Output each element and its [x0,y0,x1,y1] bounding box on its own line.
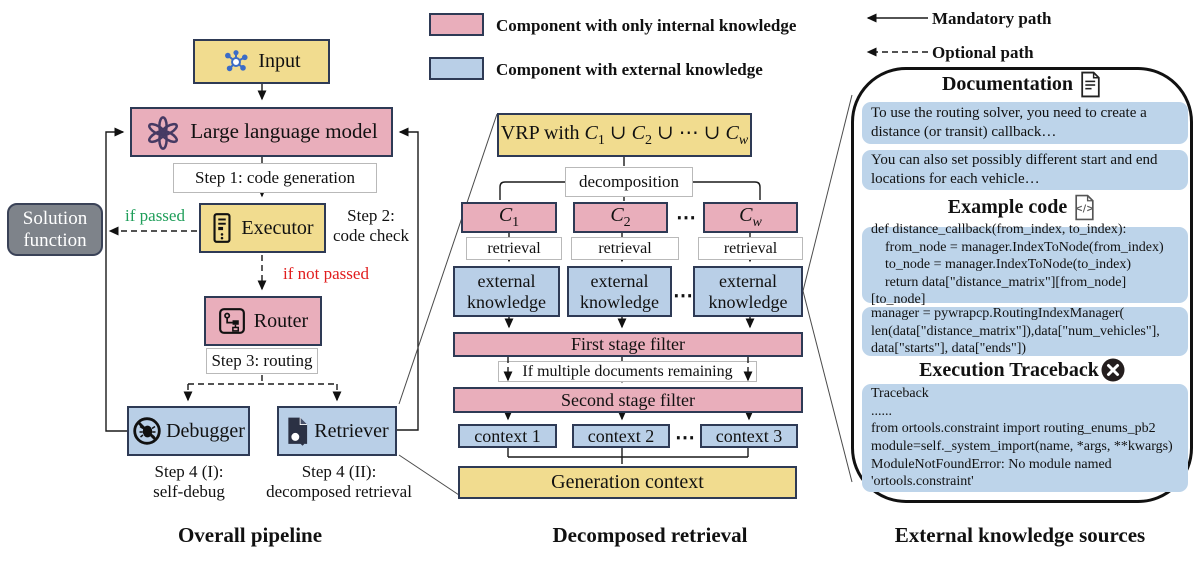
step1-label-box: Step 1: code generation [173,163,377,193]
retrieval-caption: Decomposed retrieval [552,523,748,547]
example-code-title-row: Example code </> [851,194,1193,221]
documentation-title: Documentation [941,73,1074,95]
solution-label: Solution function [23,208,87,251]
solution-line2: function [23,229,87,251]
retriever-label: Retriever [314,419,389,442]
step4b-line2: decomposed retrieval [266,482,412,502]
optional-path-label: Optional path [932,43,1034,62]
retriever-box: Retriever [277,406,397,456]
context-dots: ⋯ [675,427,695,449]
solution-line1: Solution [22,208,88,230]
subproblem-c2-box: C2 [573,202,668,233]
decomposition-label: decomposition [578,172,680,191]
llm-openai-icon [148,116,179,150]
executor-server-icon [213,213,231,243]
step3-label: Step 3: routing [211,351,313,370]
documentation-item-2: You can also set possibly different star… [862,150,1188,190]
context-3-box: context 3 [700,424,798,448]
subproblem-dots: ⋯ [676,207,696,229]
external-knowledge-box-3: external knowledge [693,266,803,317]
step2-line2: code check [333,226,409,246]
documentation-item-1: To use the routing solver, you need to c… [862,102,1188,144]
traceback-title: Execution Traceback [919,358,1099,381]
second-stage-filter-box: Second stage filter [453,387,803,413]
svg-text:</>: </> [1075,204,1094,215]
subproblem-c1-box: C1 [461,202,557,233]
legend-external-swatch [429,57,484,80]
knowledge-caption: External knowledge sources [894,523,1146,547]
retrieval-label-3: retrieval [698,237,803,260]
code-snippet-1: def distance_callback(from_index, to_ind… [862,222,1188,307]
step3-label-box: Step 3: routing [206,348,318,374]
input-label: Input [258,50,301,73]
external-knowledge-box-2: external knowledge [567,266,672,317]
external-knowledge-box-1: external knowledge [453,266,560,317]
router-label: Router [253,309,309,332]
decomposition-label-box: decomposition [565,167,693,197]
step4a-label: Step 4 (I): self-debug [127,462,251,502]
code-snippet-2: manager = pywrapcp.RoutingIndexManager( … [862,306,1188,356]
external-knowledge-dots: ⋯ [673,285,693,307]
document-icon [1081,71,1100,98]
traceback-box: Traceback ...... from ortools.constraint… [862,384,1188,492]
step4a-line2: self-debug [153,482,225,502]
step4b-label: Step 4 (II): decomposed retrieval [258,462,420,502]
first-stage-filter-box: First stage filter [453,332,803,357]
legend-internal-label: Component with only internal knowledge [496,16,797,35]
legend-internal-swatch [429,13,484,36]
step4a-line1: Step 4 (I): [154,462,224,481]
vrp-label: VRP with C1 ∪ C2 ∪ ⋯ ∪ Cw [500,121,749,148]
input-network-icon [225,49,248,71]
if-multiple-documents-label: If multiple documents remaining [498,361,757,382]
step2-label: Step 2: code check [323,206,419,246]
router-box: Router [204,296,322,346]
document-search-icon [288,417,308,446]
input-box: Input [193,39,330,84]
llm-label: Large language model [190,119,378,144]
legend-external-label: Component with external knowledge [496,60,763,79]
generation-context-box: Generation context [458,466,797,499]
step1-label: Step 1: code generation [194,168,356,187]
error-x-icon [1101,358,1125,382]
retrieval-label-2: retrieval [571,237,679,260]
context-2-box: context 2 [572,424,670,448]
subproblem-cw-box: Cw [703,202,798,233]
if-passed-label: if passed [125,206,185,225]
executor-label: Executor [241,216,314,239]
code-file-icon: </> [1075,194,1094,221]
router-icon [218,308,245,334]
context-1-box: context 1 [458,424,557,448]
step4b-line1: Step 4 (II): [301,462,377,481]
mandatory-path-label: Mandatory path [932,9,1052,28]
no-bug-icon [133,417,161,445]
solution-function-box: Solution function [7,203,103,256]
llm-box: Large language model [130,107,393,157]
pipeline-caption: Overall pipeline [177,523,323,547]
if-not-passed-label: if not passed [283,264,369,283]
traceback-title-row: Execution Traceback [851,358,1193,382]
debugger-box: Debugger [127,406,250,456]
vrp-box: VRP with C1 ∪ C2 ∪ ⋯ ∪ Cw [497,113,752,157]
retrieval-label-1: retrieval [466,237,562,260]
debugger-label: Debugger [166,419,245,442]
example-code-title: Example code [947,196,1068,218]
executor-box: Executor [199,203,326,253]
step2-line1: Step 2: [347,206,395,225]
documentation-title-row: Documentation [851,71,1193,98]
